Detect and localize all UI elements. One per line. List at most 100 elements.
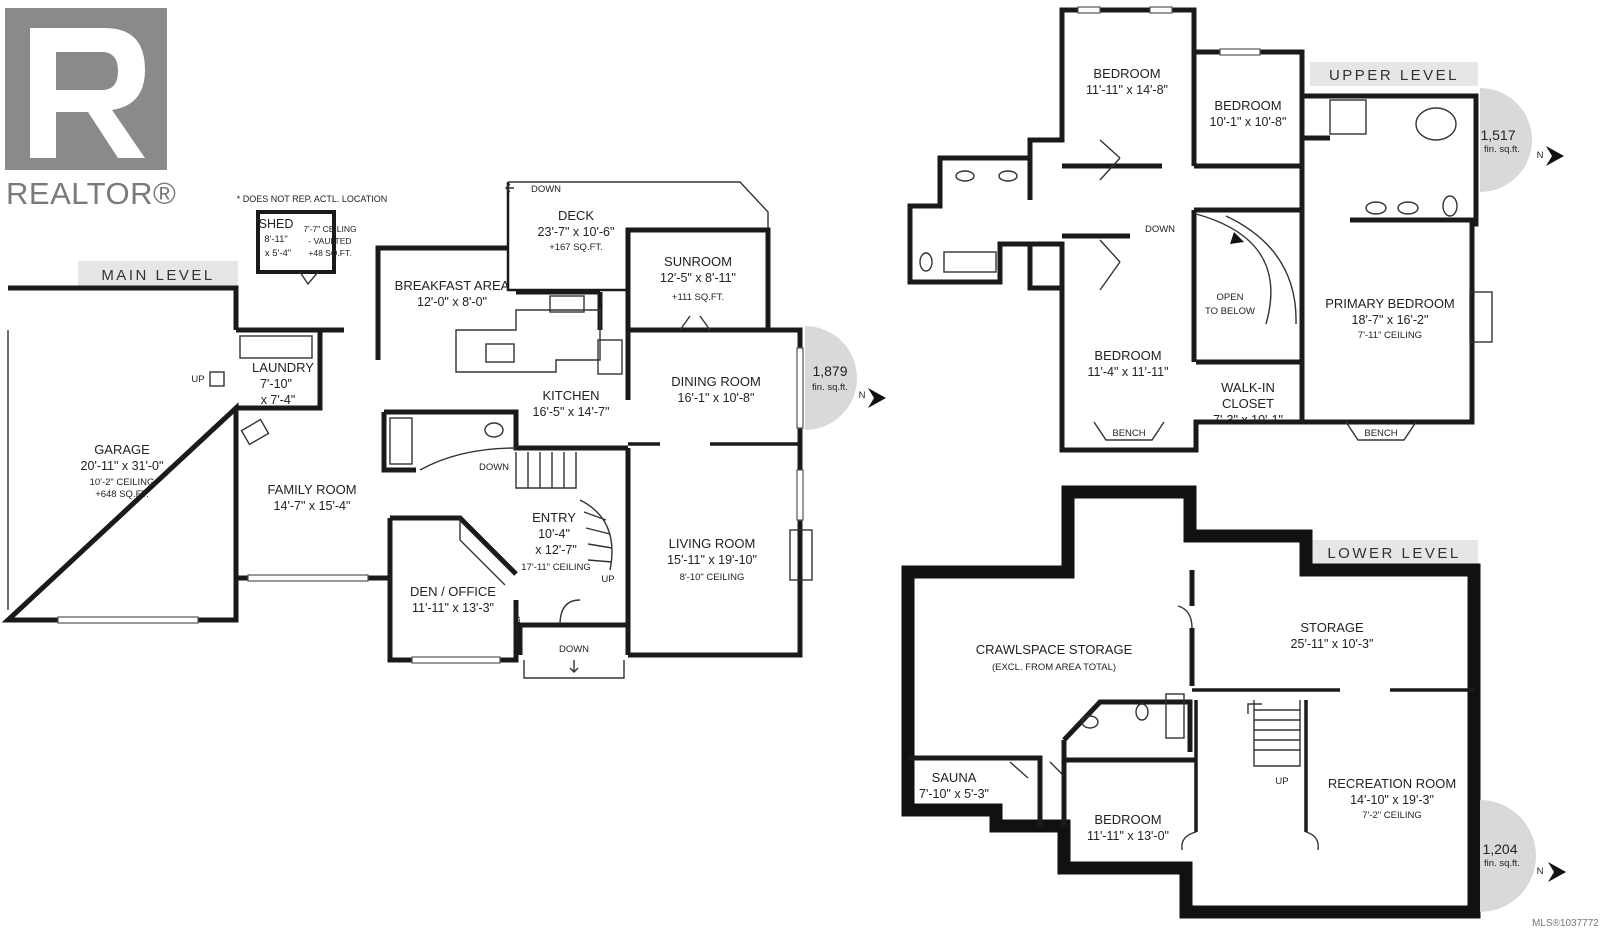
lower-bedroom-dim: 11'-11" x 13'-0" [1087, 829, 1169, 843]
lower-up: UP [1275, 776, 1288, 787]
lower-level-plan: LOWER LEVEL CRAWLSPACE STORAGE (EXCL. FR… [901, 485, 1566, 919]
main-level-header [78, 261, 238, 287]
main-area-unit: fin. sq.ft. [812, 382, 848, 393]
entry-dim-1: 10'-4" [538, 527, 570, 541]
main-level-label: MAIN LEVEL [101, 267, 214, 284]
laundry-dim-1: 7'-10" [260, 377, 292, 391]
walkin-name-1: WALK-IN [1221, 380, 1275, 395]
main-level-plan: MAIN LEVEL * DOES NOT REP. ACTL. LOCATIO… [1, 181, 886, 679]
shed-note-1: 7'-7" CEILING [303, 224, 356, 234]
upper-north-arrow [1546, 146, 1564, 166]
realtor-logo: REALTOR® [5, 8, 176, 211]
walkin-name-2: CLOSET [1222, 396, 1274, 411]
upper-area-unit: fin. sq.ft. [1484, 144, 1520, 155]
kitchen-name: KITCHEN [542, 388, 599, 403]
den-dim: 11'-11" x 13'-3" [412, 601, 494, 615]
lower-level-header [1310, 540, 1478, 564]
upper-area-value: 1,517 [1480, 127, 1515, 143]
dining-dim: 16'-1" x 10'-8" [678, 391, 755, 405]
upper-bedroom-1-name: BEDROOM [1093, 66, 1160, 81]
lower-outer-walls [901, 485, 1481, 919]
primary-bedroom-dim: 18'-7" x 16'-2" [1352, 313, 1429, 327]
breakfast-name: BREAKFAST AREA [395, 278, 510, 293]
upper-bench-2: BENCH [1364, 428, 1397, 439]
kitchen-dim: 16'-5" x 14'-7" [533, 405, 610, 419]
deck-note: +167 SQ.FT. [549, 242, 603, 253]
primary-bedroom-name: PRIMARY BEDROOM [1325, 296, 1455, 311]
garage-up: UP [191, 374, 204, 385]
crawlspace-name: CRAWLSPACE STORAGE [976, 642, 1133, 657]
garage-dim: 20'-11" x 31'-0" [81, 459, 164, 473]
shed-dim-1: 8'-11" [264, 234, 288, 245]
upper-open-1: OPEN [1217, 292, 1244, 303]
realtor-logo-text: REALTOR® [6, 176, 176, 211]
deck-down: DOWN [531, 184, 561, 195]
dining-name: DINING ROOM [671, 374, 761, 389]
upper-down: DOWN [1145, 224, 1175, 235]
den-name: DEN / OFFICE [410, 584, 496, 599]
upper-area-disc [1480, 88, 1532, 192]
upper-bedroom-2-name: BEDROOM [1214, 98, 1281, 113]
upper-bench-1: BENCH [1112, 428, 1145, 439]
upper-level-plan: UPPER LEVEL BEDROOM 11'-11" x 14'-8" BED… [907, 6, 1564, 453]
lower-area-disc [1480, 800, 1536, 912]
deck-dim: 23'-7" x 10'-6" [538, 225, 615, 239]
walkin-dim: 7'-3" x 10'-1" [1213, 413, 1283, 427]
deck-name: DECK [558, 208, 594, 223]
sauna-name: SAUNA [932, 770, 977, 785]
entry-dim-2: x 12'-7" [535, 543, 577, 557]
main-north-arrow [868, 388, 886, 408]
crawlspace-note: (EXCL. FROM AREA TOTAL) [992, 662, 1116, 673]
living-note: 8'-10" CEILING [680, 572, 745, 583]
lower-storage-dim: 25'-11" x 10'-3" [1291, 637, 1374, 651]
laundry-name: LAUNDRY [252, 360, 314, 375]
upper-bedroom-1-dim: 11'-11" x 14'-8" [1086, 83, 1168, 97]
sauna-dim: 7'-10" x 5'-3" [919, 787, 989, 801]
upper-bedroom-2-dim: 10'-1" x 10'-8" [1210, 115, 1287, 129]
family-room-dim: 14'-7" x 15'-4" [274, 499, 351, 513]
sunroom-name: SUNROOM [664, 254, 732, 269]
living-dim: 15'-11" x 19'-10" [667, 553, 757, 567]
shed-dim-2: x 5'-4" [265, 248, 291, 259]
stair-down: DOWN [479, 462, 509, 473]
shed-disclaimer: * DOES NOT REP. ACTL. LOCATION [237, 194, 388, 204]
shed-outline [256, 210, 336, 274]
lower-bedroom-name: BEDROOM [1094, 812, 1161, 827]
upper-north-label: N [1537, 150, 1544, 161]
lower-level-label: LOWER LEVEL [1327, 545, 1460, 562]
garage-note-1: 10'-2" CEILING [90, 477, 155, 488]
mls-number: MLS®1037772 [1532, 918, 1599, 929]
lower-north-label: N [1537, 866, 1544, 877]
garage-note-2: +648 SQ.FT. [95, 489, 149, 500]
rec-room-note: 7'-2" CEILING [1362, 810, 1422, 821]
sunroom-note: +111 SQ.FT. [672, 292, 724, 303]
entry-up: UP [601, 574, 614, 585]
main-area-disc [805, 326, 857, 430]
lower-storage-name: STORAGE [1300, 620, 1364, 635]
upper-level-header [1310, 62, 1478, 86]
entry-note: 17'-11" CEILING [521, 562, 590, 573]
upper-open-2: TO BELOW [1205, 306, 1255, 317]
lower-area-unit: fin. sq.ft. [1484, 858, 1520, 869]
living-name: LIVING ROOM [669, 536, 756, 551]
garage-name: GARAGE [94, 442, 150, 457]
lower-north-arrow [1548, 862, 1566, 882]
breakfast-dim: 12'-0" x 8'-0" [417, 295, 487, 309]
family-room-name: FAMILY ROOM [267, 482, 356, 497]
shed-note-3: +48 SQ.FT. [308, 248, 351, 258]
lower-area-value: 1,204 [1482, 841, 1517, 857]
upper-bedroom-3-name: BEDROOM [1094, 348, 1161, 363]
sunroom-dim: 12'-5" x 8'-11" [660, 271, 736, 285]
entry-name: ENTRY [532, 510, 576, 525]
rec-room-dim: 14'-10" x 19'-3" [1350, 793, 1434, 807]
main-north-label: N [859, 390, 866, 401]
upper-level-label: UPPER LEVEL [1329, 67, 1459, 84]
shed-note-2: - VAULTED [308, 236, 351, 246]
upper-bedroom-3-dim: 11'-4" x 11'-11" [1087, 365, 1168, 379]
front-down: DOWN [559, 644, 589, 655]
rec-room-name: RECREATION ROOM [1328, 776, 1456, 791]
primary-bedroom-note: 7'-11" CEILING [1358, 330, 1422, 341]
shed-name: SHED [259, 217, 294, 231]
laundry-dim-2: x 7'-4" [261, 393, 296, 407]
